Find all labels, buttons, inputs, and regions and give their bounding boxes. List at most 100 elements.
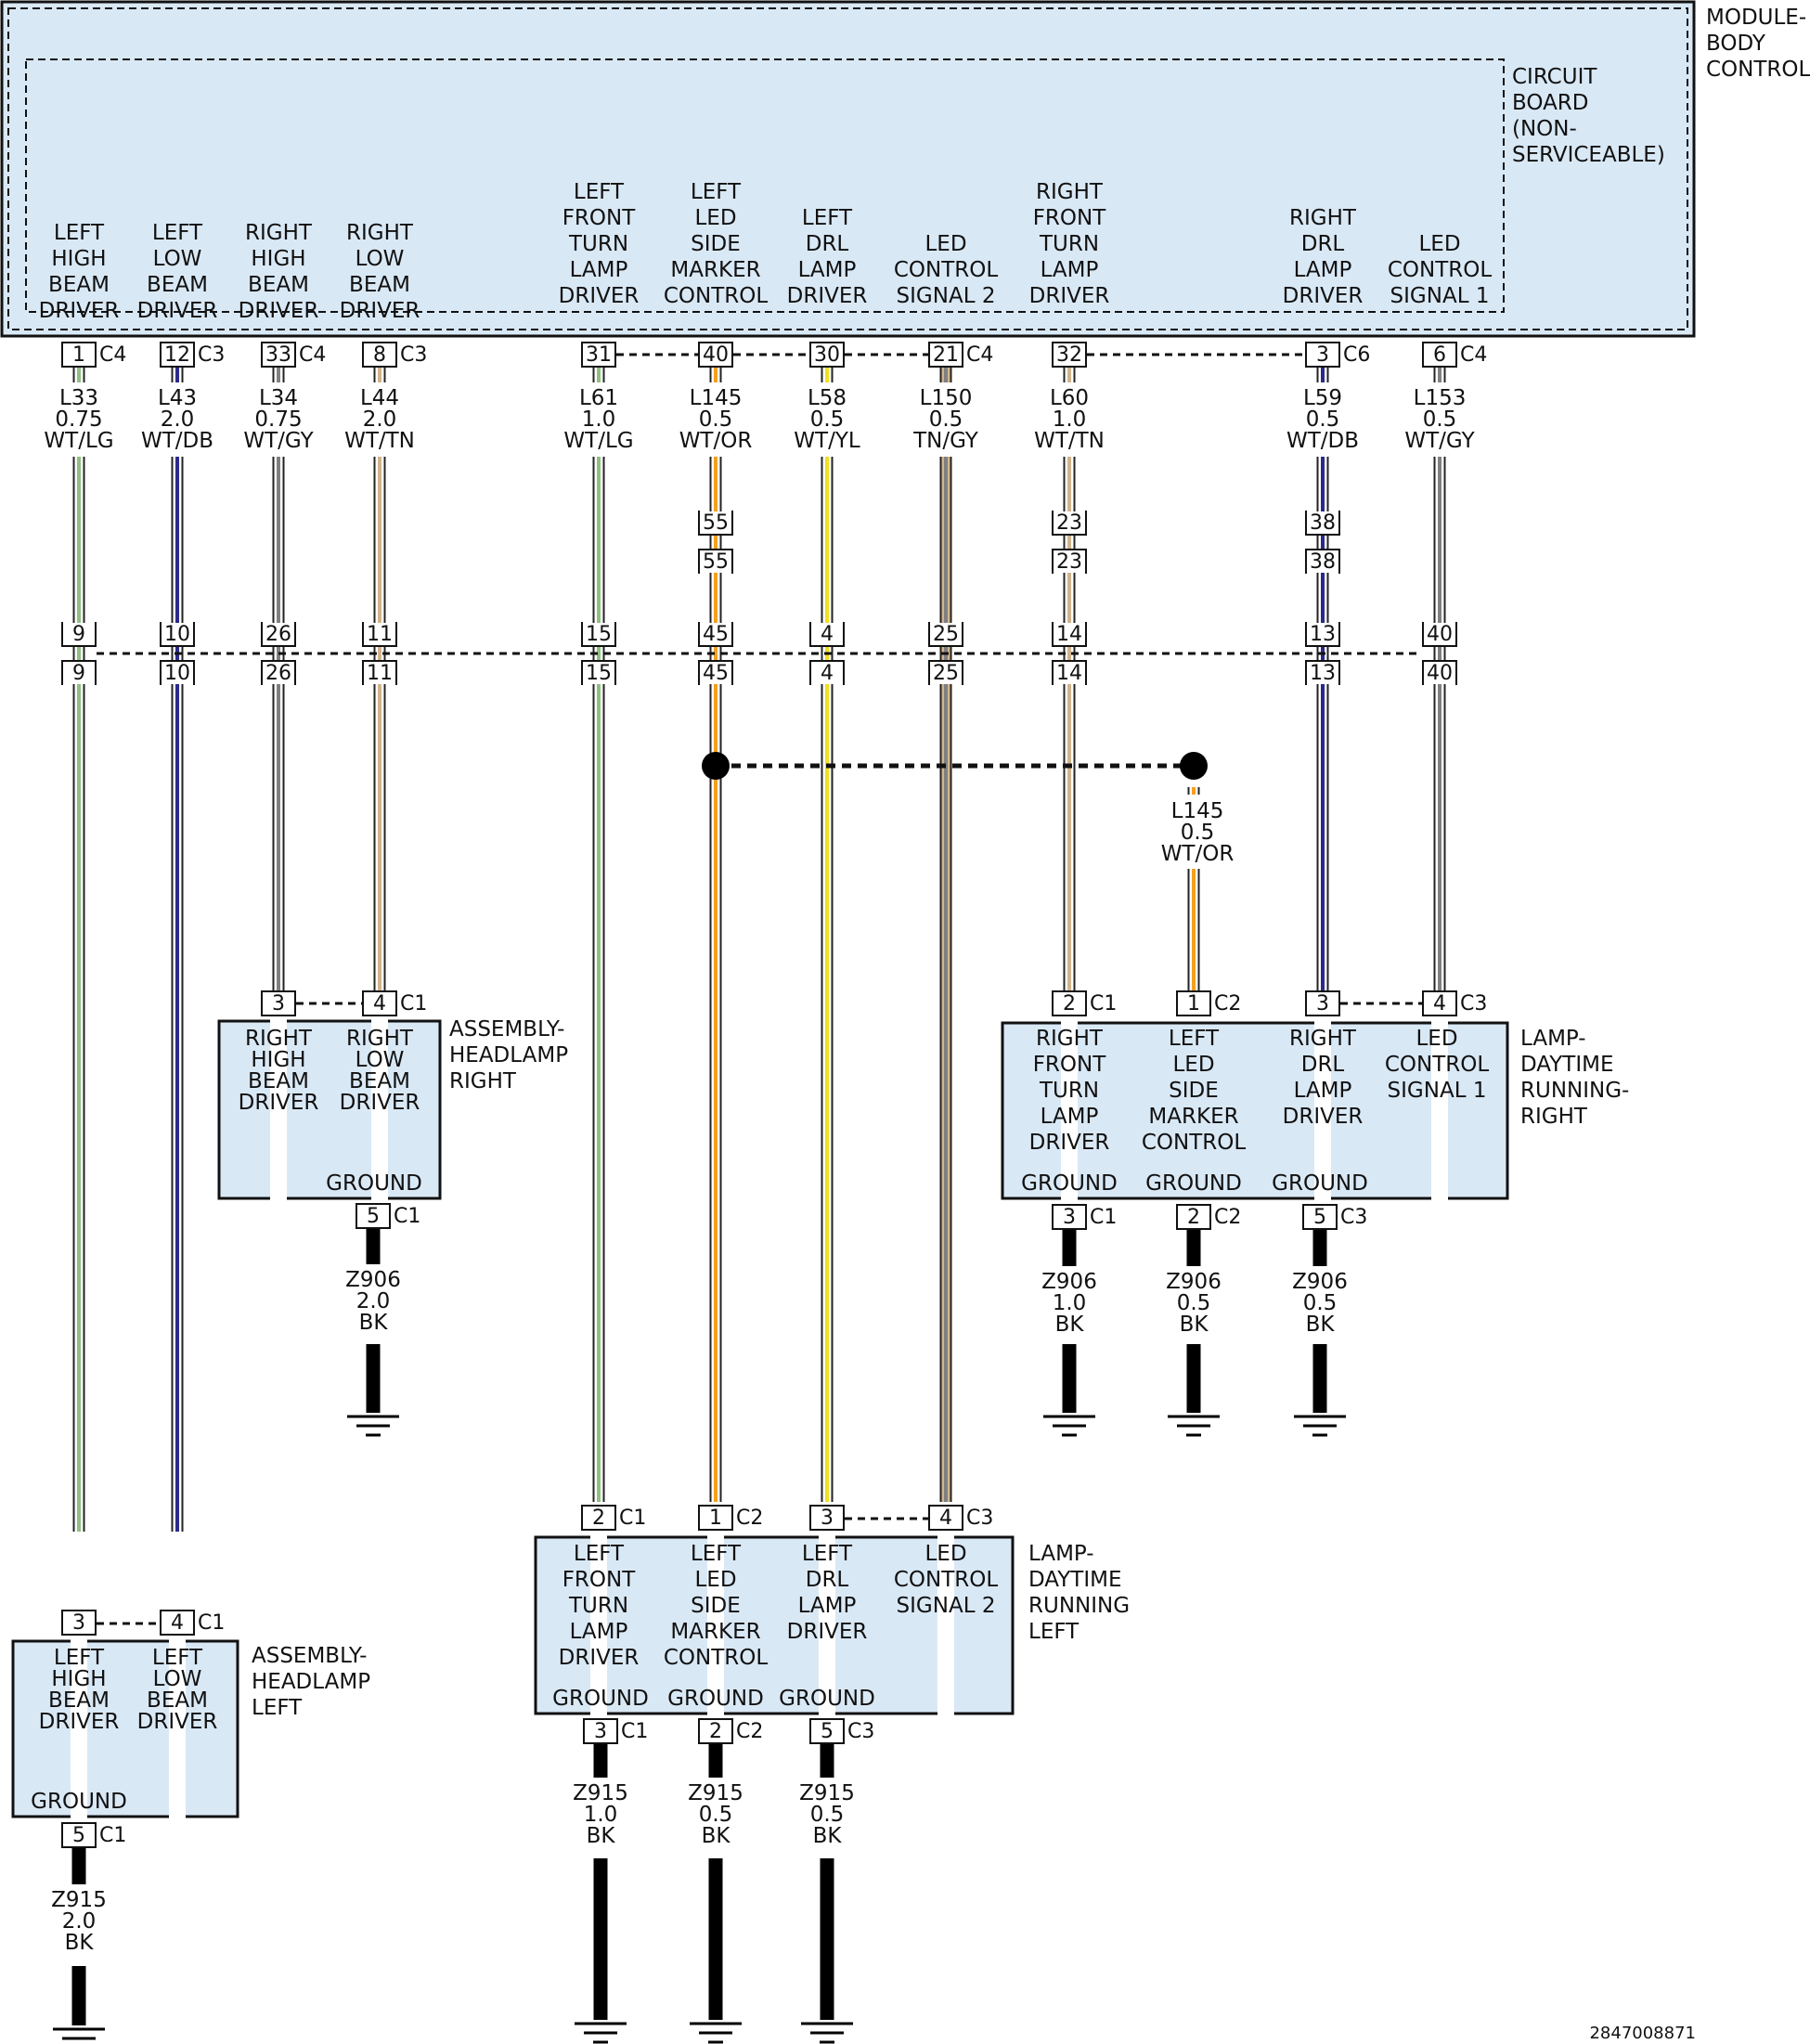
- inline-top-l61: [581, 622, 616, 647]
- pin-number: 31: [586, 343, 612, 367]
- connector-id: C1: [1090, 1206, 1117, 1229]
- connector-id: C2: [736, 1507, 763, 1530]
- circuit-function-label: LED: [1418, 232, 1460, 256]
- connector-id: C4: [299, 343, 326, 367]
- figure-id: 2847008871: [1589, 2024, 1696, 2043]
- ground-wire-color: BK: [587, 1824, 616, 1848]
- component-function-label: CONTROL: [894, 1568, 999, 1592]
- wire-label-bg: [1149, 795, 1238, 869]
- component-function-label: DRIVER: [559, 1646, 640, 1670]
- ground-label-bg: [784, 1779, 870, 1850]
- ground-wire-color: BK: [702, 1824, 731, 1848]
- inline-fill: [700, 662, 731, 684]
- inline-pin-number: 9: [72, 623, 85, 646]
- component-function-label: CONTROL: [664, 1646, 769, 1670]
- wire-gauge: 0.75: [55, 408, 102, 432]
- component-function-label: SIGNAL 1: [1388, 1079, 1487, 1103]
- pin-number: 30: [814, 343, 840, 367]
- module-body-control: [0, 0, 1696, 338]
- inline-pin-number: 11: [367, 623, 393, 646]
- wire-label-bg: [782, 382, 872, 457]
- pin-number: 4: [373, 992, 386, 1016]
- connector-layer: [34, 342, 1484, 1957]
- circuit-function-label: SIDE: [691, 232, 741, 256]
- ground-wire-color: BK: [1055, 1313, 1085, 1337]
- module-pin-l33: [61, 342, 97, 368]
- pin-number: 5: [821, 1720, 834, 1743]
- component-title: LAMP-: [1028, 1542, 1094, 1566]
- module-pin-l34: [261, 342, 296, 368]
- ground-pin-headlamp-left: [61, 1822, 97, 1848]
- ground-symbol-drl-right-1: [1043, 1415, 1095, 1437]
- ground-label-bg: [36, 1886, 122, 1957]
- ground-pin-drl-left-3: [809, 1718, 845, 1744]
- circuit-function-label: LEFT: [574, 180, 625, 204]
- ground-wire-code: Z915: [688, 1781, 743, 1805]
- module-pin-l145: [698, 342, 733, 368]
- inline-pin-number: 11: [367, 662, 393, 685]
- wire-color: WT/LG: [44, 429, 113, 453]
- connector-id: C2: [736, 1720, 763, 1743]
- circuit-function-label: DRIVER: [340, 299, 420, 323]
- component-function-label: LEFT: [691, 1542, 742, 1566]
- module-pin-l153: [1422, 342, 1457, 368]
- component-title: ASSEMBLY-: [252, 1644, 367, 1668]
- circuit-board-label: BOARD: [1512, 91, 1589, 115]
- inline-pin-number: 10: [164, 623, 190, 646]
- ground-symbol-drl-left-1: [575, 2022, 627, 2044]
- connector-id: C1: [619, 1507, 646, 1530]
- ground-label: GROUND: [326, 1171, 422, 1196]
- inline-fill: [1307, 511, 1338, 534]
- ground-label-bg: [330, 1266, 416, 1337]
- inline-pin-number: 45: [703, 662, 729, 685]
- circuit-function-label: FRONT: [562, 206, 637, 230]
- wire-color: WT/TN: [1034, 429, 1105, 453]
- connector-id: C3: [198, 343, 225, 367]
- wire-code: L60: [1050, 386, 1089, 410]
- wire-gauge: 0.5: [929, 408, 963, 432]
- pin-number: 12: [164, 343, 190, 367]
- circuit-function-label: RIGHT: [1289, 206, 1357, 230]
- component-function-label: LED: [694, 1568, 736, 1592]
- wire-gauge: 1.0: [582, 408, 616, 432]
- component-function-label: DRIVER: [239, 1091, 319, 1115]
- module-pin-l150: [928, 342, 963, 368]
- ground-label: GROUND: [31, 1790, 127, 1814]
- component-function-label: RIGHT: [346, 1027, 414, 1051]
- inline-fill: [1424, 662, 1455, 684]
- inline-pin-number: 14: [1056, 662, 1082, 685]
- component-function-label: CONTROL: [1142, 1131, 1247, 1155]
- component-function-label: LAMP: [798, 1594, 857, 1618]
- circuit-function-label: LAMP: [1294, 258, 1352, 282]
- module-inner-border: [7, 7, 1688, 330]
- wire-gauge: 0.5: [699, 408, 733, 432]
- wire-layer: [53, 367, 1448, 2044]
- wire-gauge: 1.0: [1053, 408, 1087, 432]
- circuit-function-label: BEAM: [349, 273, 410, 297]
- component-function-label: BEAM: [48, 1688, 110, 1713]
- component-function-label: DRIVER: [787, 1620, 868, 1644]
- wire-gauge: 0.5: [1181, 821, 1215, 845]
- component-function-label: DRIVER: [340, 1091, 420, 1115]
- inline-top-l59: [1305, 622, 1340, 647]
- circuit-function-label: LEFT: [691, 180, 742, 204]
- circuit-function-label: LOW: [153, 247, 202, 271]
- drl-left-pin-drl: [809, 1505, 845, 1531]
- inline-pin-number: 14: [1056, 623, 1082, 646]
- circuit-function-label: CONTROL: [664, 284, 769, 308]
- circuit-function-label: SIGNAL 1: [1390, 284, 1490, 308]
- ground-pin-drl-left-1: [583, 1718, 618, 1744]
- pin-number: 21: [933, 343, 959, 367]
- inline-pin-number: 55: [703, 550, 729, 574]
- pin-number: 1: [709, 1507, 722, 1530]
- inline-bottom-l61: [581, 660, 616, 685]
- drl-left-pin-marker: [698, 1505, 733, 1531]
- wire-color: WT/DB: [141, 429, 213, 453]
- ground-label: GROUND: [1145, 1171, 1242, 1196]
- connector-id: C1: [198, 1611, 225, 1635]
- inline-fill: [700, 623, 731, 645]
- pin-number: 4: [939, 1507, 952, 1530]
- wire-trim: [270, 993, 287, 2005]
- splice-bottom-l145: [698, 549, 733, 574]
- inline-pin-number: 4: [821, 623, 834, 646]
